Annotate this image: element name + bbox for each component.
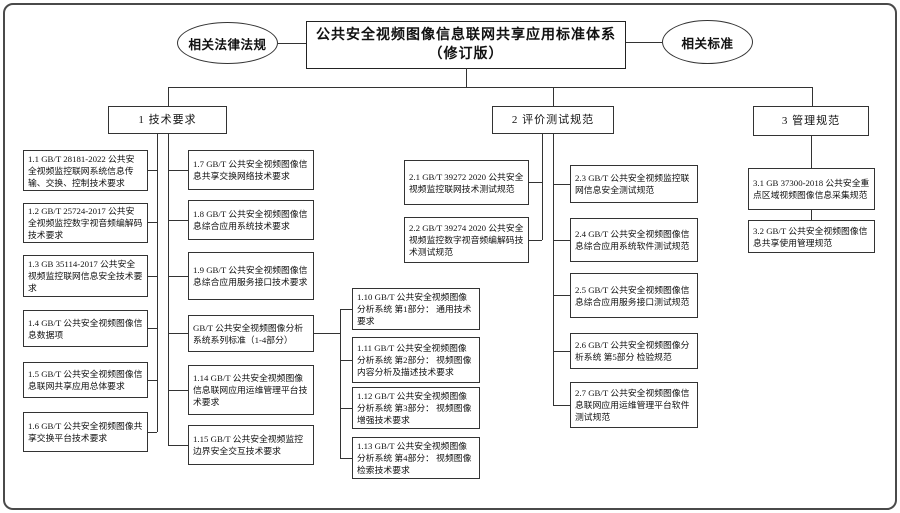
connector-line [168,390,188,391]
title-box: 公共安全视频图像信息联网共享应用标准体系 （修订版） [306,21,626,69]
node-1-9: 1.9 GB/T 公共安全视频图像信息综合应用服务接口技术要求 [188,252,314,300]
connector-line [148,276,157,277]
connector-line [529,182,542,183]
connector-line [168,87,812,88]
connector-line [148,380,157,381]
node-2-6: 2.6 GB/T 公共安全视频图像分析系统 第5部分 检验规范 [570,333,698,369]
node-1-2: 1.2 GB/T 25724-2017 公共安全视频监控数字视音频编解码技术要求 [23,203,148,243]
connector-line [314,333,340,334]
connector-line [168,87,169,106]
node-2-1: 2.1 GB/T 39272 2020 公共安全视频监控联网技术测试规范 [404,160,529,205]
node-3-2: 3.2 GB/T 公共安全视频图像信息共享使用管理规范 [748,220,875,253]
connector-line [168,333,188,334]
legal-regulations-ellipse: 相关法律法规 [177,22,278,64]
node-1-12: 1.12 GB/T 公共安全视频图像分析系统 第3部分： 视频图像增强技术要求 [352,387,480,429]
branch-3-header: 3 管理规范 [753,106,869,136]
connector-line [340,309,341,458]
node-3-1: 3.1 GB 37300-2018 公共安全重点区域视频图像信息采集规范 [748,168,875,210]
branch-1-header: 1 技术要求 [108,106,227,134]
connector-line [148,170,157,171]
connector-line [168,220,188,221]
connector-line [168,134,169,445]
node-1-6: 1.6 GB/T 公共安全视频图像共享交换平台技术要求 [23,412,148,452]
connector-line [529,240,542,241]
branch-2-header: 2 评价测试规范 [492,106,614,134]
related-standards-ellipse: 相关标准 [662,20,753,64]
node-2-4: 2.4 GB/T 公共安全视频图像信息综合应用系统软件测试规范 [570,218,698,262]
node-1-11: 1.11 GB/T 公共安全视频图像分析系统 第2部分： 视频图像内容分析及描述… [352,337,480,383]
node-1-13: 1.13 GB/T 公共安全视频图像分析系统 第4部分： 视频图像检索技术要求 [352,437,480,479]
node-2-3: 2.3 GB/T 公共安全视频监控联网信息安全测试规范 [570,165,698,203]
connector-line [812,87,813,106]
connector-line [626,42,662,43]
node-2-5: 2.5 GB/T 公共安全视频图像信息综合应用服务接口测试规范 [570,273,698,318]
connector-line [553,295,570,296]
connector-line [542,134,543,240]
node-1-4: 1.4 GB/T 公共安全视频图像信息数据项 [23,310,148,347]
connector-line [157,134,158,432]
title-line1: 公共安全视频图像信息联网共享应用标准体系 [316,28,616,43]
title-line2: （修订版） [428,47,504,62]
connector-line [340,360,352,361]
node-1-7: 1.7 GB/T 公共安全视频图像信息共享交换网络技术要求 [188,150,314,190]
node-2-2: 2.2 GB/T 39274 2020 公共安全视频监控数字视音频编解码技术测试… [404,217,529,263]
connector-line [466,68,467,87]
connector-line [811,136,812,168]
node-series-1-10-to-1-13: GB/T 公共安全视频图像分析系统系列标准（1-4部分） [188,315,314,352]
connector-line [278,43,306,44]
connector-line [148,222,157,223]
connector-line [553,351,570,352]
node-2-7: 2.7 GB/T 公共安全视频图像信息联网应用运维管理平台软件测试规范 [570,382,698,428]
node-1-3: 1.3 GB 35114-2017 公共安全视频监控联网信息安全技术要求 [23,255,148,297]
connector-line [340,408,352,409]
node-1-15: 1.15 GB/T 公共安全视频监控边界安全交互技术要求 [188,425,314,465]
node-1-5: 1.5 GB/T 公共安全视频图像信息联网共享应用总体要求 [23,362,148,398]
connector-line [340,458,352,459]
connector-line [811,210,812,220]
node-1-14: 1.14 GB/T 公共安全视频图像信息联网应用运维管理平台技术要求 [188,365,314,415]
connector-line [553,405,570,406]
connector-line [340,309,352,310]
connector-line [148,328,157,329]
connector-line [168,170,188,171]
connector-line [553,184,570,185]
connector-line [148,432,157,433]
connector-line [553,240,570,241]
connector-line [553,134,554,405]
node-1-1: 1.1 GB/T 28181-2022 公共安全视频监控联网系统信息传输、交换、… [23,150,148,191]
connector-line [168,276,188,277]
node-1-10: 1.10 GB/T 公共安全视频图像分析系统 第1部分： 通用技术要求 [352,288,480,330]
connector-line [553,87,554,106]
node-1-8: 1.8 GB/T 公共安全视频图像信息综合应用系统技术要求 [188,200,314,240]
connector-line [168,445,188,446]
